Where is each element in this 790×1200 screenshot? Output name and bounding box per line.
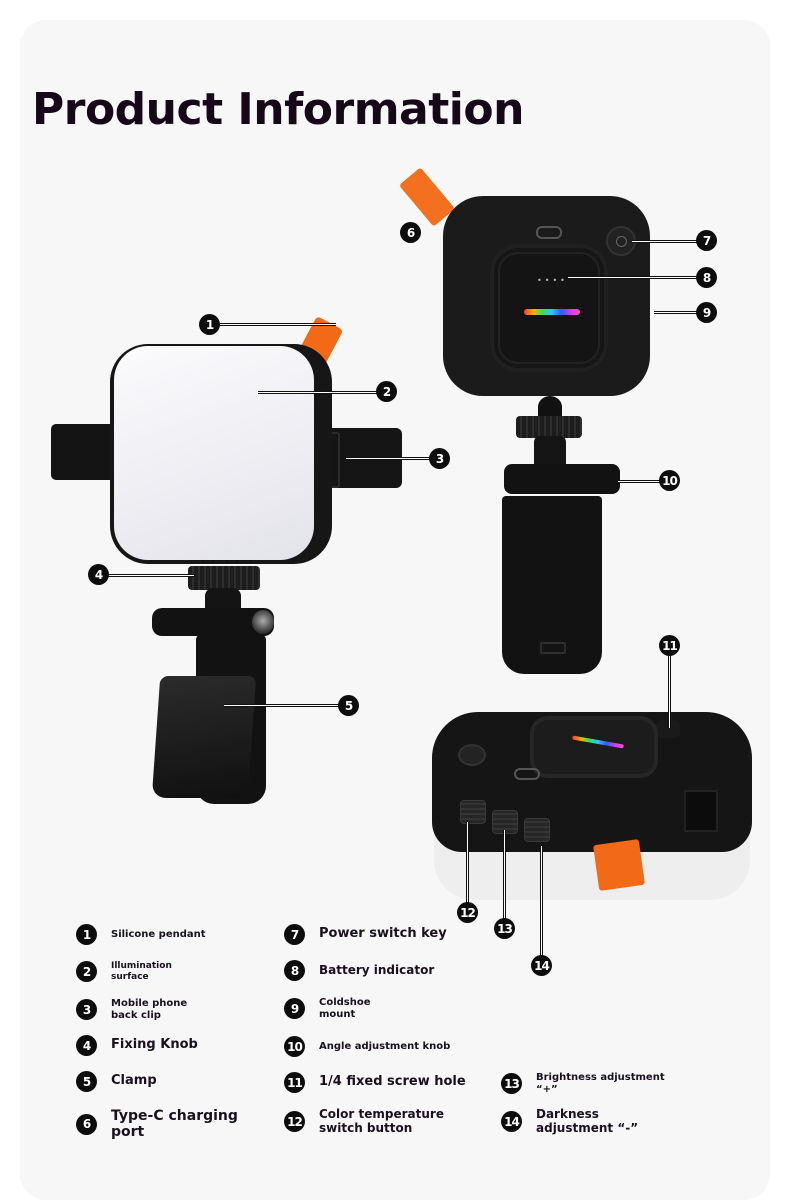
fixing-knob-image [188,566,260,590]
legend-label: Color temperature switch button [319,1107,444,1135]
callout-badge-9: 9 [696,302,717,323]
legend-label: Battery indicator [319,962,435,977]
callout-badge-3: 3 [429,448,450,469]
callout-line-7 [632,240,698,243]
callout-line-12 [466,822,469,904]
legend-badge: 2 [76,961,97,982]
callout-line-13 [503,830,506,920]
legend-label: Illumination surface [111,961,172,982]
callout-badge-12: 12 [457,902,478,923]
callout-badge-8: 8 [696,267,717,288]
brightness-minus-button-image [524,818,550,842]
legend-item-4: 4 Fixing Knob [76,1035,251,1056]
callout-badge-10: 10 [659,470,680,491]
callout-badge-7: 7 [696,230,717,251]
top-panel [530,716,658,778]
legend-item-8: 8 Battery indicator [284,960,489,981]
legend-item-5: 5 Clamp [76,1071,251,1092]
legend-badge: 8 [284,960,305,981]
callout-line-11 [668,656,671,728]
legend-item-13: 13 Brightness adjustment “+” [501,1072,676,1095]
silicone-pendant-angled [593,839,645,891]
product-info-card [20,20,770,1200]
power-button-angled-icon [458,744,486,766]
type-c-port-angled [514,768,540,780]
rgb-light-strip [524,309,580,315]
type-c-port-image [536,226,562,239]
hinge-image [152,608,274,636]
legend-label: 1/4 fixed screw hole [319,1074,466,1090]
legend-label: Brightness adjustment “+” [536,1072,665,1095]
rear-panel [490,244,608,372]
callout-badge-1: 1 [199,314,220,335]
callout-line-8 [568,276,696,279]
clip-slot [540,642,566,654]
back-clip-plate [502,496,602,674]
coldshoe-slot-image [684,790,718,832]
legend-badge: 14 [501,1111,522,1133]
legend-item-2: 2 Illumination surface [76,961,181,982]
legend-badge: 11 [284,1072,305,1093]
legend-badge: 6 [76,1113,97,1135]
legend-label: Power switch key [319,926,447,942]
legend-item-7: 7 Power switch key [284,924,489,945]
legend-badge: 12 [284,1111,305,1133]
legend-badge: 13 [501,1073,522,1094]
battery-indicator-dots: •••• [537,276,568,285]
callout-line-10 [618,480,660,483]
callout-badge-6: 6 [400,222,421,243]
callout-badge-2: 2 [376,381,397,402]
legend-badge: 7 [284,924,305,945]
callout-badge-4: 4 [88,564,109,585]
legend-item-6: 6 Type-C charging port [76,1108,251,1140]
legend-item-10: 10 Angle adjustment knob [284,1036,489,1057]
callout-line-2 [258,391,378,394]
callout-line-3 [346,457,430,460]
legend-badge: 1 [76,924,97,945]
phone-clip-left [51,424,121,480]
legend-item-1: 1 Silicone pendant [76,924,231,945]
legend-badge: 5 [76,1071,97,1092]
legend-item-9: 9 Coldshoe mount [284,997,379,1020]
callout-badge-11: 11 [659,635,680,656]
angle-hinge-image [504,464,620,494]
legend-label: Clamp [111,1073,157,1089]
legend-item-3: 3 Mobile phone back clip [76,998,201,1021]
callout-badge-5: 5 [338,695,359,716]
legend-badge: 9 [284,998,305,1019]
legend-label: Darkness adjustment “-” [536,1107,639,1135]
page-title: Product Information [32,84,524,135]
legend-item-12: 12 Color temperature switch button [284,1107,459,1136]
color-temp-button-image [460,800,486,824]
illumination-surface-image [114,346,314,560]
clamp-image [151,676,257,798]
legend-badge: 3 [76,999,97,1020]
screw-hole-mount [656,720,680,738]
legend-badge: 10 [284,1036,305,1057]
legend-label: Fixing Knob [111,1037,198,1053]
legend-label: Silicone pendant [111,928,206,940]
legend-badge: 4 [76,1035,97,1056]
callout-line-1 [220,323,336,326]
callout-badge-14: 14 [531,955,552,976]
callout-line-5 [224,704,340,707]
mount-cone [538,396,562,418]
legend-label: Coldshoe mount [319,997,371,1020]
callout-line-14 [540,846,543,956]
callout-line-4 [108,574,194,577]
legend-label: Type-C charging port [111,1108,238,1141]
legend-label: Angle adjustment knob [319,1040,451,1052]
fixing-knob-back [516,416,582,438]
legend-item-14: 14 Darkness adjustment “-” [501,1107,666,1136]
legend-item-11: 11 1/4 fixed screw hole [284,1072,489,1093]
callout-line-9 [654,311,698,314]
legend-label: Mobile phone back clip [111,998,188,1021]
callout-badge-13: 13 [494,918,515,939]
